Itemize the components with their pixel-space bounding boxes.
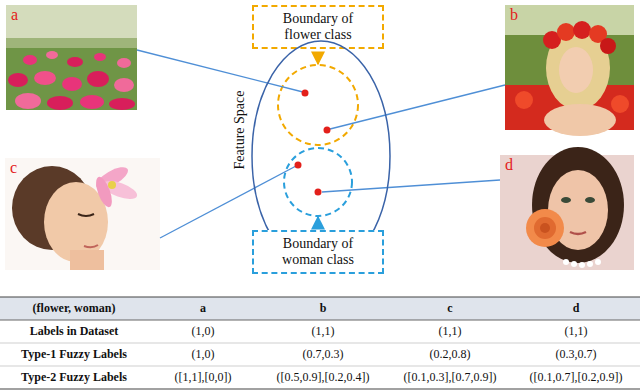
table-value: (1,1) bbox=[439, 324, 462, 339]
leader-line bbox=[137, 50, 303, 92]
panel-letter: b bbox=[505, 5, 523, 25]
table-cell: Labels in Dataset bbox=[0, 320, 148, 343]
table-rule bbox=[0, 343, 640, 344]
table-value: ([0.1,0.3],[0.7,0.9]) bbox=[404, 370, 497, 385]
table-value: (1,0) bbox=[192, 324, 215, 339]
table-value: (1,1) bbox=[312, 324, 335, 339]
callout-text: Boundary of flower class bbox=[268, 11, 368, 43]
table-cell: ([0.1,0.3],[0.7,0.9]) bbox=[388, 366, 512, 389]
table-cell: a bbox=[148, 297, 258, 320]
panel-letter: c bbox=[5, 158, 22, 178]
table-value: ([0.5,0.9],[0.2,0.4]) bbox=[277, 370, 370, 385]
pointer-arrow bbox=[317, 217, 319, 229]
table-cell: ([1,1],[0,0]) bbox=[148, 366, 258, 389]
table-value: (1,1) bbox=[565, 324, 588, 339]
leader-line bbox=[330, 85, 505, 129]
table-cell: (0.2,0.8) bbox=[388, 343, 512, 366]
table-header: a bbox=[200, 301, 206, 316]
axis-label: Feature Space bbox=[232, 91, 248, 170]
photo-woman-lily bbox=[5, 158, 160, 270]
table-header-band bbox=[0, 297, 640, 320]
sample-point bbox=[295, 162, 302, 169]
table-cell: c bbox=[388, 297, 512, 320]
table-cell: (1,1) bbox=[512, 320, 640, 343]
table-value: (1,0) bbox=[192, 347, 215, 362]
woman-boundary-circle bbox=[284, 148, 352, 216]
table-rule bbox=[0, 296, 640, 297]
boundary-callout-box: Boundary of woman class bbox=[252, 230, 384, 274]
panel-letter: d bbox=[500, 155, 518, 175]
table-cell: (flower, woman) bbox=[0, 297, 148, 320]
table-rule bbox=[0, 366, 640, 367]
table-cell: (0.3,0.7) bbox=[512, 343, 640, 366]
photo-woman-red-flowers bbox=[505, 5, 634, 136]
leader-line bbox=[160, 166, 296, 238]
boundary-callout-box: Boundary of flower class bbox=[252, 5, 384, 49]
pointer-arrow bbox=[317, 52, 319, 64]
table-value: (0.2,0.8) bbox=[430, 347, 471, 362]
row-header: Type-2 Fuzzy Labels bbox=[21, 370, 127, 385]
sample-point bbox=[324, 127, 331, 134]
table-cell: (1,0) bbox=[148, 343, 258, 366]
table-rule bbox=[0, 320, 640, 321]
table-cell: (1,1) bbox=[388, 320, 512, 343]
table-rule bbox=[0, 388, 640, 389]
table-cell: ([0.1,0.7],[0.2,0.9]) bbox=[512, 366, 640, 389]
photo-poppy-field bbox=[6, 5, 137, 110]
table-header: d bbox=[573, 301, 580, 316]
table-cell: (1,1) bbox=[258, 320, 388, 343]
table-cell: (1,0) bbox=[148, 320, 258, 343]
table-value: ([1,1],[0,0]) bbox=[175, 370, 232, 385]
photo-woman-rose bbox=[500, 147, 634, 270]
leader-line bbox=[322, 180, 500, 192]
flower-boundary-circle bbox=[278, 65, 358, 145]
table-value: (0.7,0.3) bbox=[303, 347, 344, 362]
table-cell: Type-2 Fuzzy Labels bbox=[0, 366, 148, 389]
table-cell: d bbox=[512, 297, 640, 320]
table-value: (0.3,0.7) bbox=[556, 347, 597, 362]
table-header: b bbox=[320, 301, 327, 316]
photo-panel: c bbox=[5, 158, 160, 270]
table-cell: b bbox=[258, 297, 388, 320]
sample-point bbox=[302, 90, 309, 97]
photo-panel: b bbox=[505, 5, 634, 130]
table-header: c bbox=[447, 301, 452, 316]
callout-text: Boundary of woman class bbox=[268, 236, 368, 268]
table-cell: Type-1 Fuzzy Labels bbox=[0, 343, 148, 366]
photo-panel: d bbox=[500, 155, 634, 270]
row-header: Type-1 Fuzzy Labels bbox=[21, 347, 127, 362]
row-header: Labels in Dataset bbox=[30, 324, 119, 339]
photo-panel: a bbox=[6, 5, 137, 110]
sample-point bbox=[315, 189, 322, 196]
table-header: (flower, woman) bbox=[33, 301, 116, 316]
table-cell: (0.7,0.3) bbox=[258, 343, 388, 366]
panel-letter: a bbox=[6, 5, 23, 25]
table-value: ([0.1,0.7],[0.2,0.9]) bbox=[530, 370, 623, 385]
table-cell: ([0.5,0.9],[0.2,0.4]) bbox=[258, 366, 388, 389]
